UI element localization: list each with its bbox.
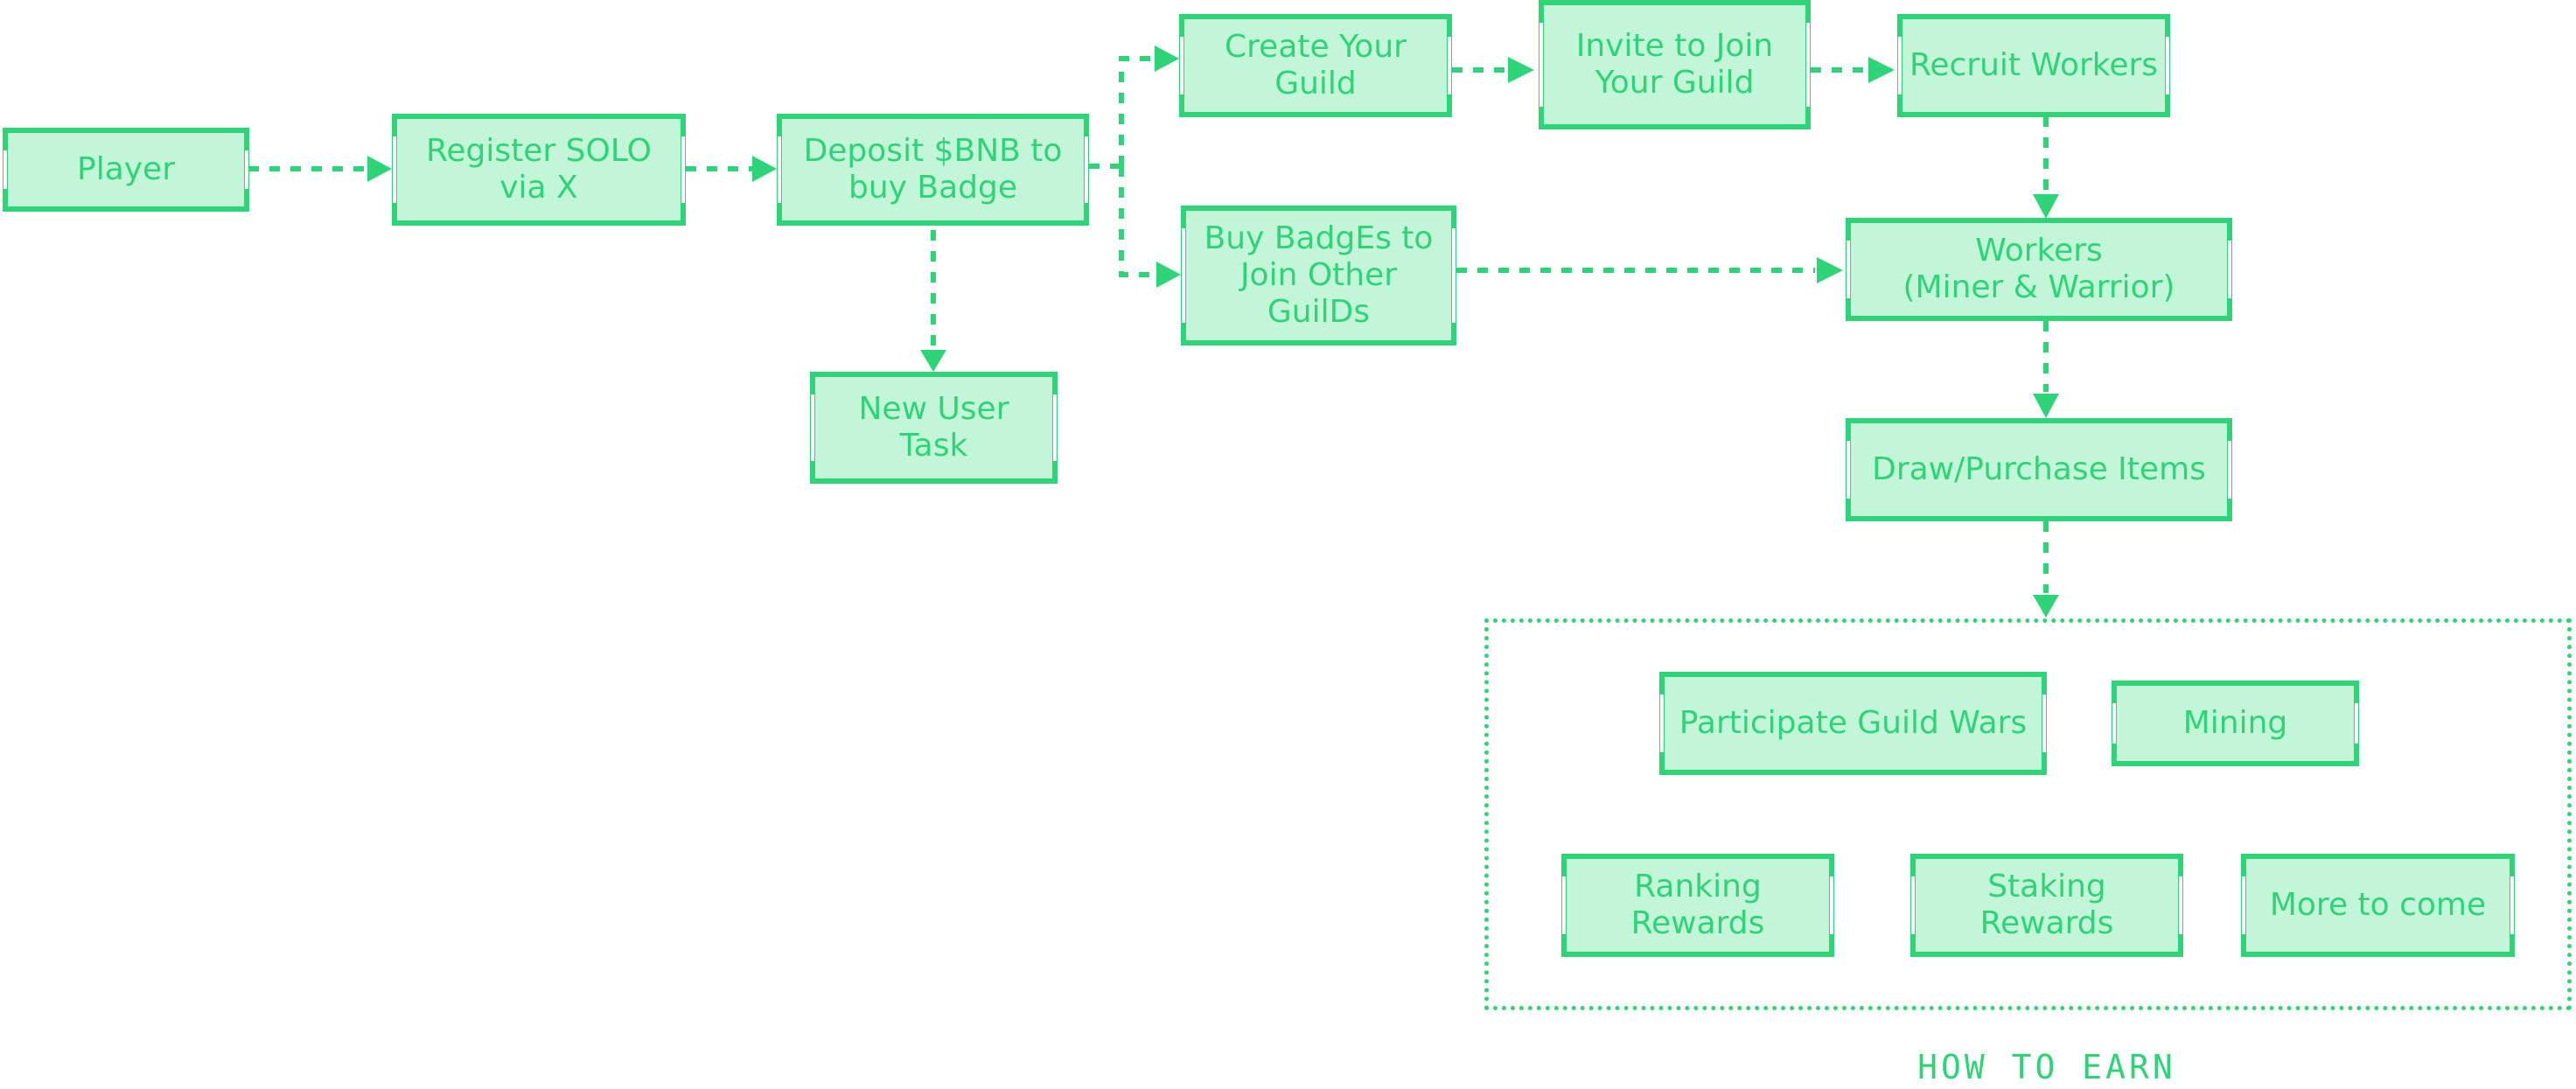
arrowhead-newtask (920, 350, 946, 372)
node-buy-badges: Buy BadgEs to Join Other GuilDs (1181, 206, 1456, 346)
arrowhead-register (367, 156, 392, 182)
node-register-solo: Register SOLO via X (392, 114, 686, 226)
how-to-earn-label: HOW TO EARN (1917, 1048, 2176, 1086)
node-deposit-bnb: Deposit $BNB to buy Badge (777, 114, 1089, 226)
node-new-user-task: New User Task (810, 372, 1058, 484)
node-guild-wars: Participate Guild Wars (1659, 672, 2047, 775)
arrowhead-create (1155, 45, 1179, 72)
node-more-to-come: More to come (2241, 854, 2515, 957)
arrowhead-invite (1508, 57, 1534, 83)
node-staking-rewards: Staking Rewards (1910, 854, 2183, 957)
node-recruit-workers: Recruit Workers (1897, 14, 2170, 117)
node-invite-guild: Invite to Join Your Guild (1539, 0, 1811, 129)
how-to-earn-container (1484, 618, 2572, 1010)
arrowhead-recruit (1868, 57, 1895, 83)
node-workers: Workers (Miner & Warrior) (1846, 218, 2232, 321)
node-mining: Mining (2112, 681, 2359, 766)
node-ranking-rewards: Ranking Rewards (1561, 854, 1834, 957)
node-player: Player (3, 128, 249, 212)
arrowhead-workers-top (2033, 194, 2059, 219)
node-draw-purchase: Draw/Purchase Items (1846, 418, 2232, 521)
arrowhead-buybadges (1156, 262, 1181, 288)
node-create-guild: Create Your Guild (1179, 14, 1452, 117)
arrowhead-earn (2033, 595, 2059, 618)
edge-split-buybadges (1119, 166, 1159, 277)
edge-split-create (1119, 56, 1157, 166)
arrowhead-deposit (752, 156, 777, 182)
arrowhead-workers-left (1817, 257, 1843, 283)
arrowhead-draw (2033, 394, 2059, 418)
